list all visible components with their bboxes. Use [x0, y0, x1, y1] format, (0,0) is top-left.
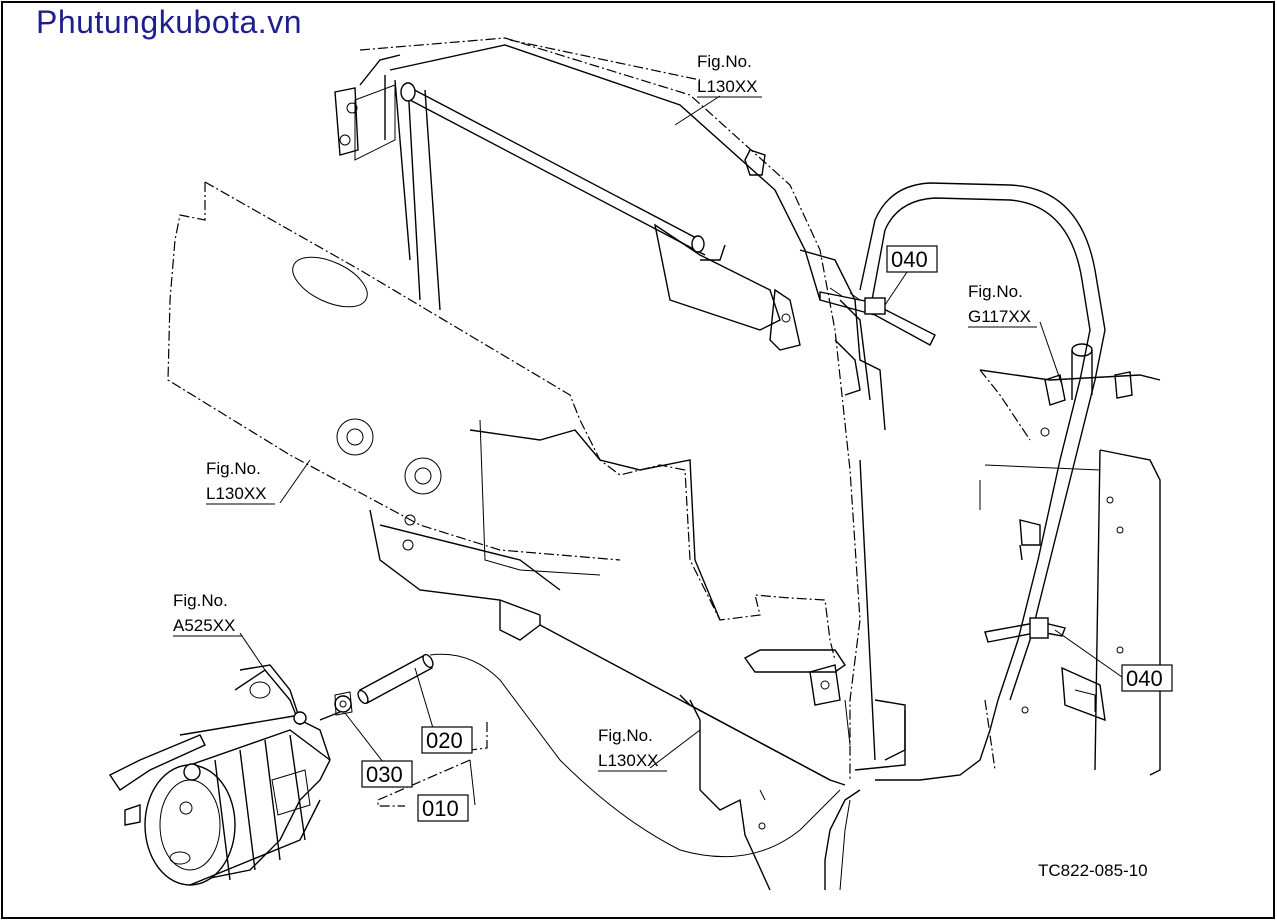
starter-motor [108, 664, 341, 886]
figure-ref-l130-bottom: Fig.No. L130XX [598, 726, 667, 772]
watermark-text: Phutungkubota.vn [36, 4, 302, 40]
svg-text:010: 010 [422, 796, 459, 821]
part-label-040-right[interactable]: 040 [1121, 664, 1173, 692]
part-label-040-top[interactable]: 040 [886, 245, 938, 273]
svg-text:G117XX: G117XX [968, 307, 1031, 326]
svg-text:040: 040 [1126, 666, 1163, 691]
svg-text:Fig.No.: Fig.No. [697, 52, 752, 71]
wire-harness [429, 182, 1106, 858]
clamp-top [819, 287, 936, 346]
svg-text:L130XX: L130XX [697, 77, 758, 96]
clamp-right [984, 617, 1066, 643]
svg-text:Fig.No.: Fig.No. [173, 591, 228, 610]
svg-text:L130XX: L130XX [598, 751, 659, 770]
svg-text:Fig.No.: Fig.No. [206, 459, 261, 478]
svg-text:Fig.No.: Fig.No. [968, 282, 1023, 301]
right-bracket [979, 343, 1161, 776]
svg-text:Fig.No.: Fig.No. [598, 726, 653, 745]
part-label-020[interactable]: 020 [421, 726, 473, 754]
terminal-030 [334, 691, 353, 716]
part-label-030[interactable]: 030 [361, 760, 413, 788]
drawing-code: TC822-085-10 [1038, 861, 1148, 880]
part-label-010[interactable]: 010 [417, 794, 469, 822]
svg-text:020: 020 [426, 728, 463, 753]
figure-ref-l130-top: Fig.No. L130XX [697, 52, 762, 98]
leader-lines [239, 95, 1123, 807]
figure-ref-a525: Fig.No. A525XX [173, 591, 242, 637]
figure-ref-l130-left: Fig.No. L130XX [206, 459, 275, 505]
lower-bracket-plate [689, 699, 861, 891]
svg-text:030: 030 [366, 762, 403, 787]
sleeve-020 [357, 653, 434, 705]
svg-text:L130XX: L130XX [206, 484, 267, 503]
svg-text:A525XX: A525XX [173, 616, 235, 635]
side-cover-panel [167, 181, 851, 786]
figure-ref-g117: Fig.No. G117XX [968, 282, 1037, 328]
svg-text:040: 040 [891, 247, 928, 272]
shroud-frame [334, 37, 906, 780]
